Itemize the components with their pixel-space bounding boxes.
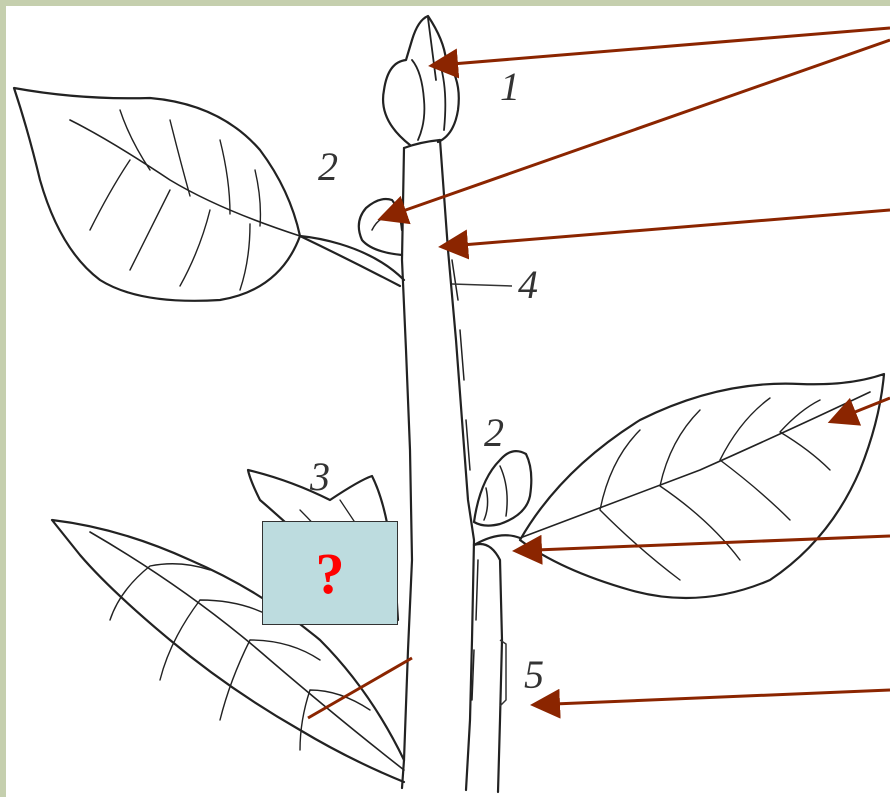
question-mark: ? bbox=[316, 540, 345, 607]
label-5: 5 bbox=[524, 652, 544, 697]
label-2-lower: 2 bbox=[484, 410, 504, 455]
label-3: 3 bbox=[309, 454, 330, 499]
label-4: 4 bbox=[518, 262, 538, 307]
question-box[interactable]: ? bbox=[262, 521, 398, 625]
label-1: 1 bbox=[500, 64, 520, 109]
frame-inner bbox=[6, 6, 890, 797]
label-2-upper: 2 bbox=[318, 144, 338, 189]
